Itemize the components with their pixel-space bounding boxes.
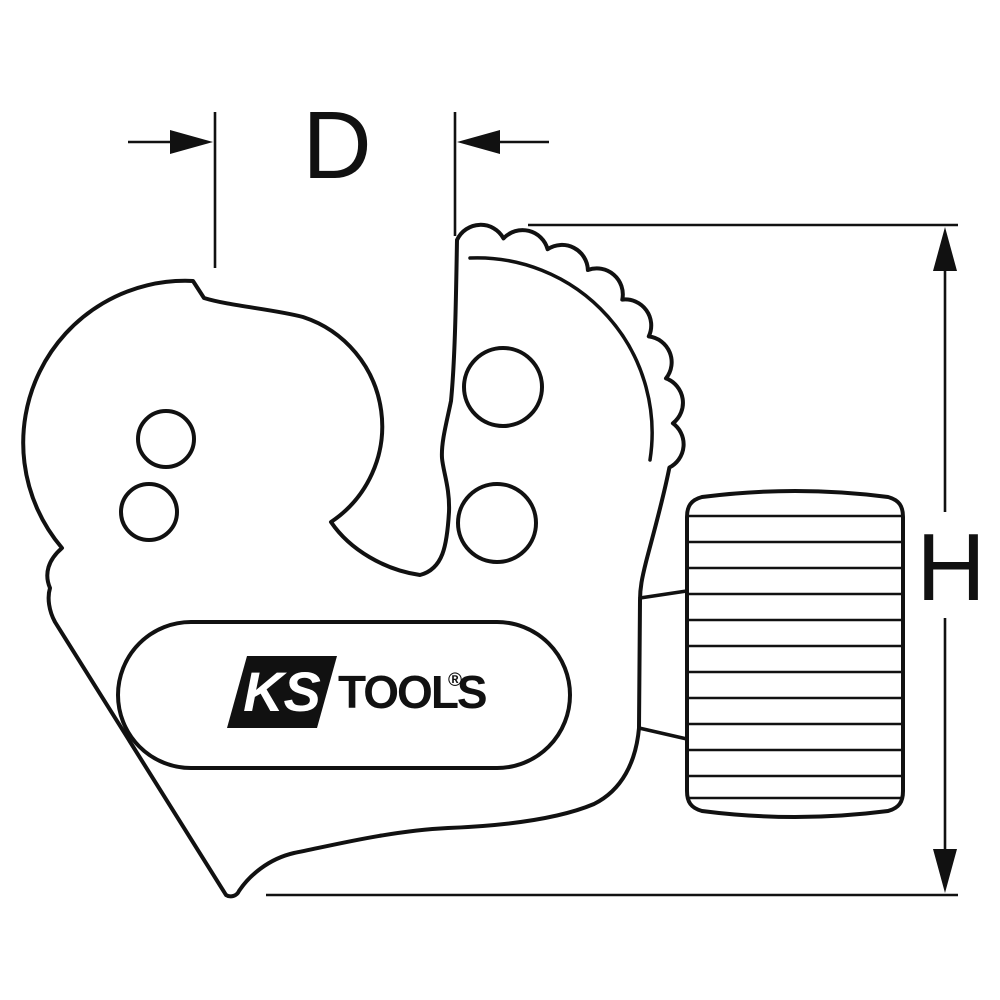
dimension-label-h: H — [916, 514, 985, 621]
dimension-d-annotation: D — [128, 92, 549, 268]
h-arrowhead-bottom — [933, 849, 957, 893]
tools-logo-text: TOOLS — [338, 666, 486, 718]
ks-tools-logo: KS TOOLS ® — [227, 656, 488, 728]
tool-body-outline — [21, 222, 686, 899]
registered-mark: ® — [448, 670, 462, 691]
right-roller-upper — [462, 346, 544, 428]
serrated-grip-inner-arc — [468, 256, 654, 462]
tool-body — [21, 222, 686, 899]
knob-knurling — [689, 514, 901, 800]
logo-slot — [116, 620, 572, 770]
feed-screw-assembly — [637, 489, 905, 819]
d-arrowhead-left — [170, 130, 213, 154]
d-arrowhead-right — [457, 130, 500, 154]
dimension-label-d: D — [302, 92, 371, 199]
left-pin-lower — [119, 482, 179, 542]
right-roller-lower — [456, 482, 538, 564]
left-pin-upper — [136, 409, 196, 469]
adjustment-knob — [685, 489, 905, 819]
ks-logo-text: KS — [243, 660, 321, 723]
ks-logo-box — [227, 656, 337, 728]
dimension-h-annotation: H — [266, 223, 986, 897]
h-arrowhead-top — [933, 227, 957, 271]
